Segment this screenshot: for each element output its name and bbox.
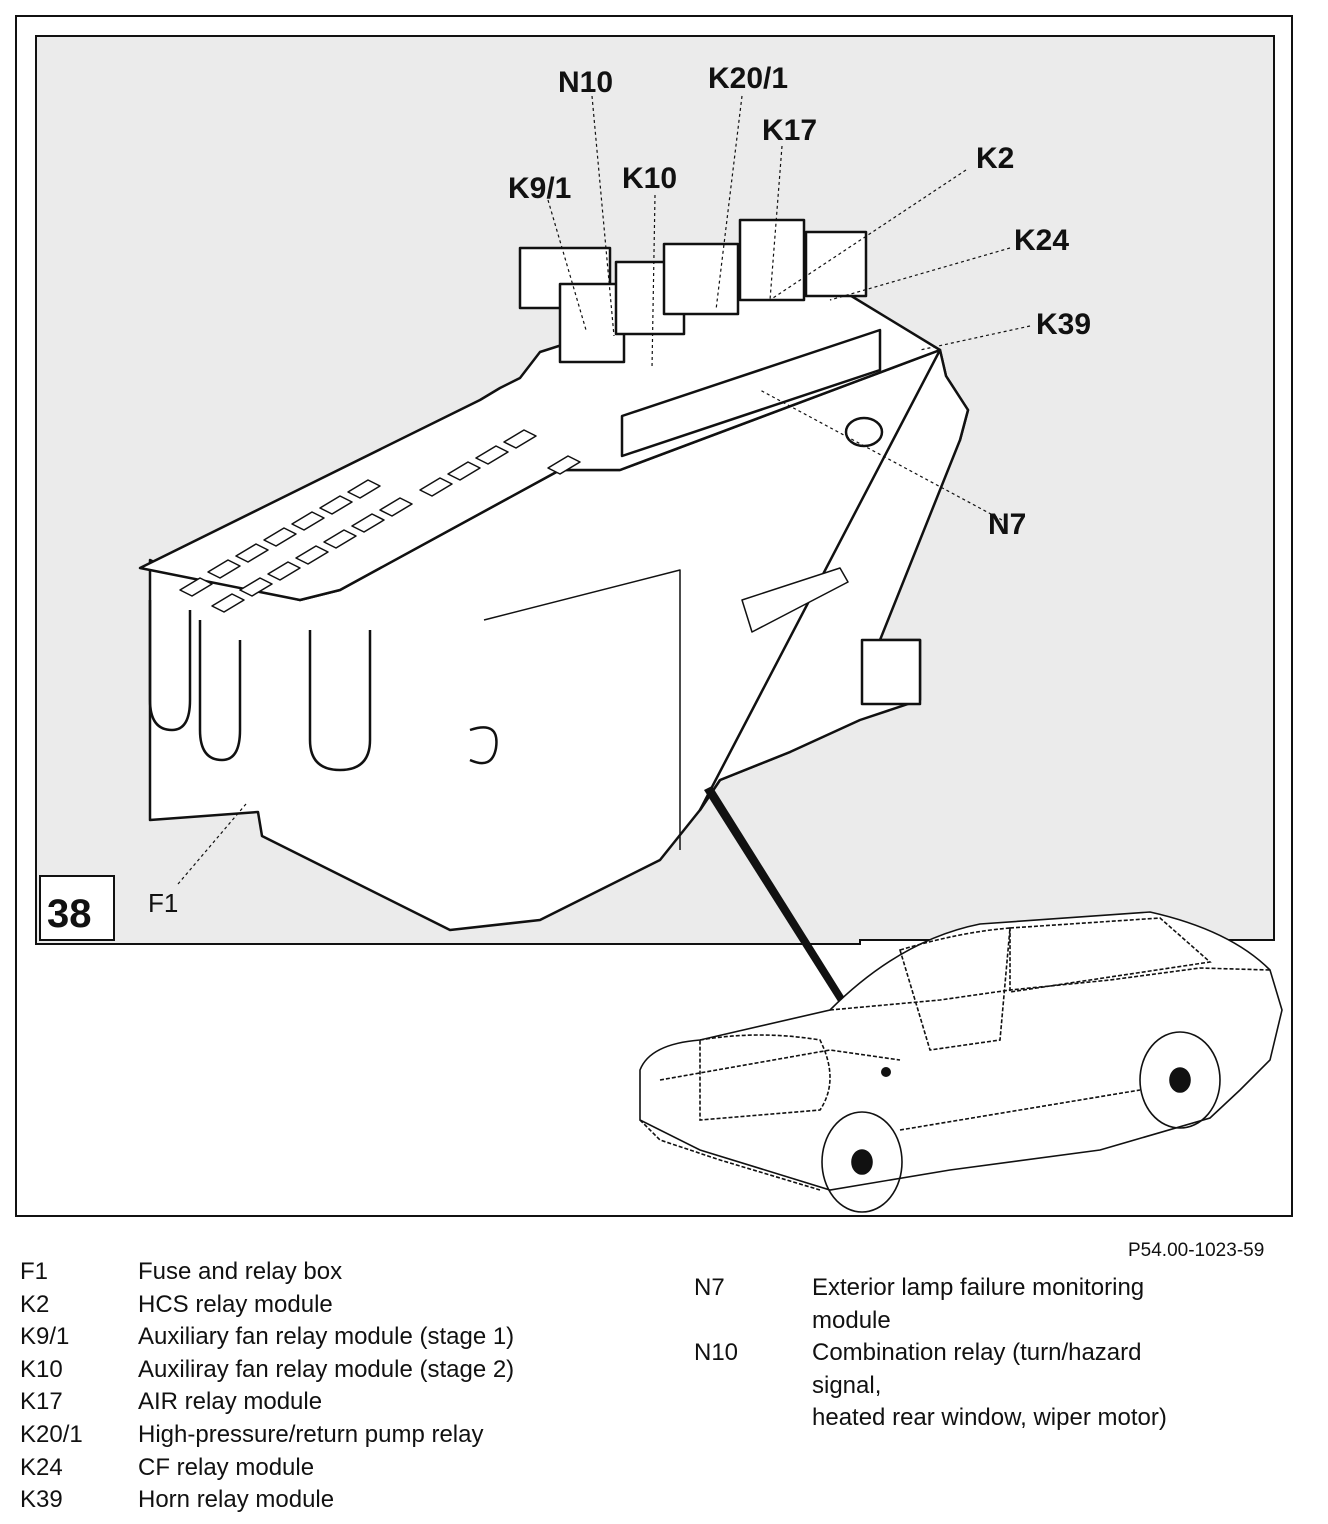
legend-row: K39 Horn relay module — [20, 1484, 640, 1517]
legend-row: N10 Combination relay (turn/hazard signal… — [694, 1337, 1314, 1435]
car-drawing — [639, 911, 1283, 1213]
legend-row: K9/1 Auxiliary fan relay module (stage 1) — [20, 1321, 640, 1354]
legend-row: N7 Exterior lamp failure monitoring modul… — [694, 1272, 1314, 1337]
legend-description: Fuse and relay box — [138, 1258, 343, 1285]
figure-number-box — [39, 875, 115, 941]
legend-row: F1 Fuse and relay box — [20, 1256, 640, 1289]
legend-code: K10 — [20, 1355, 63, 1383]
legend-code: K9/1 — [20, 1323, 70, 1351]
callout-k17: K17 — [762, 114, 817, 147]
legend-right: N7 Exterior lamp failure monitoring modul… — [694, 1272, 1314, 1435]
callout-f1: F1 — [148, 888, 178, 918]
callout-k24: K24 — [1014, 224, 1069, 257]
legend-description: Combination relay (turn/hazard signal, h… — [812, 1339, 1167, 1432]
legend-code: K20/1 — [20, 1420, 83, 1448]
callout-k9-1: K9/1 — [508, 172, 571, 205]
legend-description: Exterior lamp failure monitoring module — [812, 1274, 1145, 1334]
callout-k10: K10 — [622, 162, 677, 195]
legend-row: K20/1 High-pressure/return pump relay — [20, 1419, 640, 1452]
legend-description: Auxiliary fan relay module (stage 1) — [138, 1323, 515, 1351]
callout-k2: K2 — [976, 142, 1014, 175]
legend-row: K2 HCS relay module — [20, 1289, 640, 1322]
fuse-relay-box-drawing — [138, 218, 970, 932]
legend-row: K24 CF relay module — [20, 1452, 640, 1485]
legend-description: CF relay module — [138, 1453, 315, 1481]
legend-description: HCS relay module — [138, 1290, 333, 1318]
legend-row: K17 AIR relay module — [20, 1386, 640, 1419]
legend-code: K2 — [20, 1290, 50, 1318]
legend-description: AIR relay module — [138, 1388, 323, 1416]
location-marker — [881, 1067, 891, 1077]
legend-row: K10 Auxiliray fan relay module (stage 2) — [20, 1354, 640, 1387]
figure-reference: P54.00-1023-59 — [1128, 1240, 1265, 1261]
component-location-diagram: 38 — [15, 15, 1293, 1217]
callout-n10: N10 — [558, 66, 613, 99]
legend-code: F1 — [20, 1258, 49, 1285]
legend-description: Horn relay module — [138, 1486, 335, 1514]
callout-k20-1: K20/1 — [708, 62, 788, 95]
legend-code: K24 — [20, 1453, 63, 1481]
legend-code: K17 — [20, 1388, 63, 1416]
leader-lines — [177, 95, 1031, 885]
legend-description: Auxiliray fan relay module (stage 2) — [138, 1355, 515, 1383]
legend-description: High-pressure/return pump relay — [138, 1420, 484, 1448]
legend-code: N10 — [694, 1339, 739, 1367]
legend-code: K39 — [20, 1486, 63, 1514]
callout-n7: N7 — [988, 508, 1026, 541]
figure-number: 38 — [47, 892, 92, 936]
callout-k39: K39 — [1036, 308, 1091, 341]
legend-code: N7 — [694, 1274, 725, 1301]
